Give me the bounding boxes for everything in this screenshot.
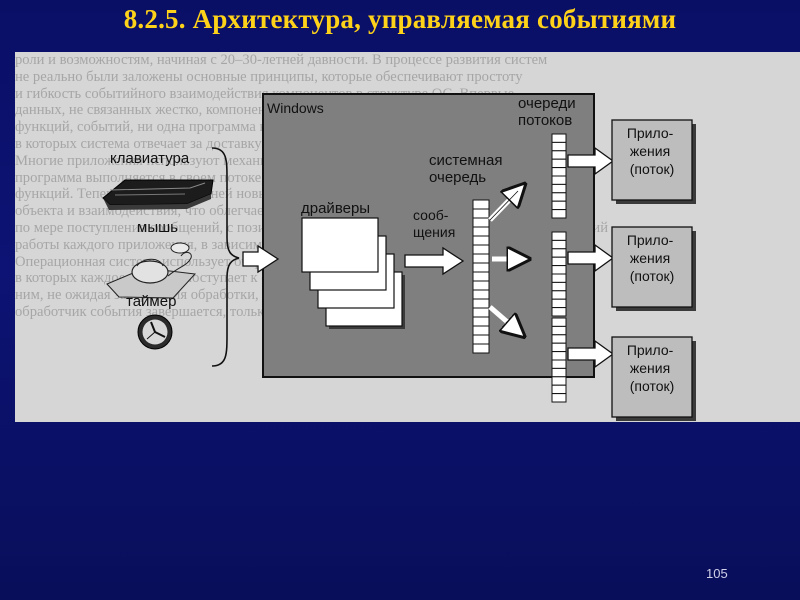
app-1-line1: Прило- bbox=[627, 125, 674, 141]
thread-queue-3 bbox=[551, 317, 567, 403]
queue-cell bbox=[551, 265, 567, 275]
queue-cell bbox=[472, 226, 490, 237]
queue-cell bbox=[472, 262, 490, 273]
app-1-line3: (поток) bbox=[630, 161, 675, 177]
thread-queue-1 bbox=[551, 133, 567, 219]
keyboard-icon bbox=[102, 179, 214, 210]
timer-clock-icon bbox=[137, 314, 173, 350]
drivers-label: драйверы bbox=[301, 200, 370, 217]
system-queue bbox=[472, 199, 490, 354]
queue-cell bbox=[472, 334, 490, 345]
app-2-line3: (поток) bbox=[630, 268, 675, 284]
queue-cell bbox=[551, 158, 567, 169]
svg-text:Прило- жения (: Прило- жения (поток) bbox=[627, 342, 677, 394]
messages-arrow bbox=[404, 246, 465, 276]
app-1-line2: жения bbox=[630, 143, 670, 159]
app-arrow-1 bbox=[567, 146, 615, 176]
messages-label-line1: сооб- bbox=[413, 207, 449, 223]
queue-cell bbox=[551, 192, 567, 202]
thread-queue-2 bbox=[551, 231, 567, 317]
app-arrow-3 bbox=[567, 339, 615, 369]
queue-cell bbox=[472, 307, 490, 318]
queue-cell bbox=[551, 351, 567, 361]
queue-cell bbox=[551, 167, 567, 177]
queue-cell bbox=[551, 281, 567, 292]
input-arrow bbox=[242, 244, 280, 274]
queue-cell bbox=[551, 150, 567, 160]
app-box-2: Прило- жения (поток) bbox=[611, 226, 696, 311]
system-queue-label-line1: системная bbox=[429, 152, 502, 169]
queue-cell bbox=[551, 141, 567, 152]
queue-cell bbox=[551, 209, 567, 219]
queue-cell bbox=[551, 367, 567, 378]
queue-cell bbox=[551, 342, 567, 353]
queue-cell bbox=[472, 280, 490, 291]
app-3-line1: Прило- bbox=[627, 342, 674, 358]
queue-cell bbox=[551, 248, 567, 258]
page-number: 105 bbox=[706, 566, 728, 581]
queue-cell bbox=[551, 307, 567, 317]
device-label-mouse: мышь bbox=[137, 219, 178, 236]
queue-cell bbox=[472, 235, 490, 246]
app-box-3: Прило- жения (поток) bbox=[611, 336, 696, 421]
queue-cell bbox=[551, 393, 567, 403]
background-text-line: не реально были заложены основные принци… bbox=[15, 68, 523, 85]
slide-title: 8.2.5. Архитектура, управляемая событиям… bbox=[123, 4, 677, 34]
app-3-line3: (поток) bbox=[630, 378, 675, 394]
queue-cell bbox=[472, 325, 490, 336]
queue-cell bbox=[551, 376, 567, 386]
app-box-1: Прило- жения (поток) bbox=[611, 119, 696, 204]
system-queue-label-line2: очередь bbox=[429, 169, 486, 186]
svg-text:Прило- жения (: Прило- жения (поток) bbox=[627, 125, 677, 177]
queue-cell bbox=[551, 133, 567, 143]
background-text-line: роли и возможностям, начиная с 20–30-лет… bbox=[15, 52, 548, 68]
queue-cell bbox=[551, 231, 567, 241]
queue-cell bbox=[551, 273, 567, 283]
queue-cell bbox=[551, 317, 567, 327]
queue-cell bbox=[551, 290, 567, 300]
svg-text:сооб- щения: сооб- щения bbox=[413, 207, 455, 240]
device-label-timer: таймер bbox=[126, 293, 176, 310]
drivers-stack bbox=[301, 217, 405, 329]
queue-cell bbox=[472, 217, 490, 228]
queue-cell bbox=[551, 298, 567, 309]
architecture-diagram: Windows клавиатура мышь таймер bbox=[102, 93, 696, 421]
queue-cell bbox=[551, 384, 567, 395]
queue-cell bbox=[472, 343, 490, 354]
messages-label-line2: щения bbox=[413, 224, 455, 240]
queue-cell bbox=[472, 208, 490, 219]
queue-cell bbox=[551, 256, 567, 267]
queue-cell bbox=[551, 175, 567, 185]
thread-queues-label-line2: потоков bbox=[518, 112, 572, 129]
svg-text:системная очередь: системная очередь bbox=[429, 152, 507, 186]
svg-text:Прило- жения (: Прило- жения (поток) bbox=[627, 232, 677, 284]
queue-cell bbox=[472, 199, 490, 210]
queue-cell bbox=[472, 298, 490, 309]
diagram-figure: роли и возможностям, начиная с 20–30-лет… bbox=[15, 52, 800, 422]
queue-cell bbox=[472, 316, 490, 327]
svg-text:очереди потоков: очереди потоков bbox=[518, 95, 580, 129]
queue-cell bbox=[551, 325, 567, 336]
app-arrow-2 bbox=[567, 243, 615, 273]
thread-queues-label-line1: очереди bbox=[518, 95, 576, 112]
app-3-line2: жения bbox=[630, 360, 670, 376]
app-2-line2: жения bbox=[630, 250, 670, 266]
queue-cell bbox=[551, 183, 567, 194]
app-2-line1: Прило- bbox=[627, 232, 674, 248]
queue-cell bbox=[551, 200, 567, 211]
queue-cell bbox=[472, 271, 490, 282]
queue-cell bbox=[551, 359, 567, 369]
device-brace bbox=[211, 147, 240, 367]
queue-cell bbox=[551, 334, 567, 344]
mouse-icon bbox=[106, 242, 197, 299]
queue-cell bbox=[551, 239, 567, 250]
queue-cell bbox=[472, 289, 490, 300]
queue-cell bbox=[472, 244, 490, 255]
device-label-keyboard: клавиатура bbox=[110, 150, 190, 167]
windows-label: Windows bbox=[267, 100, 324, 116]
queue-cell bbox=[472, 253, 490, 264]
dispatch-arrow-bottom bbox=[488, 305, 520, 333]
